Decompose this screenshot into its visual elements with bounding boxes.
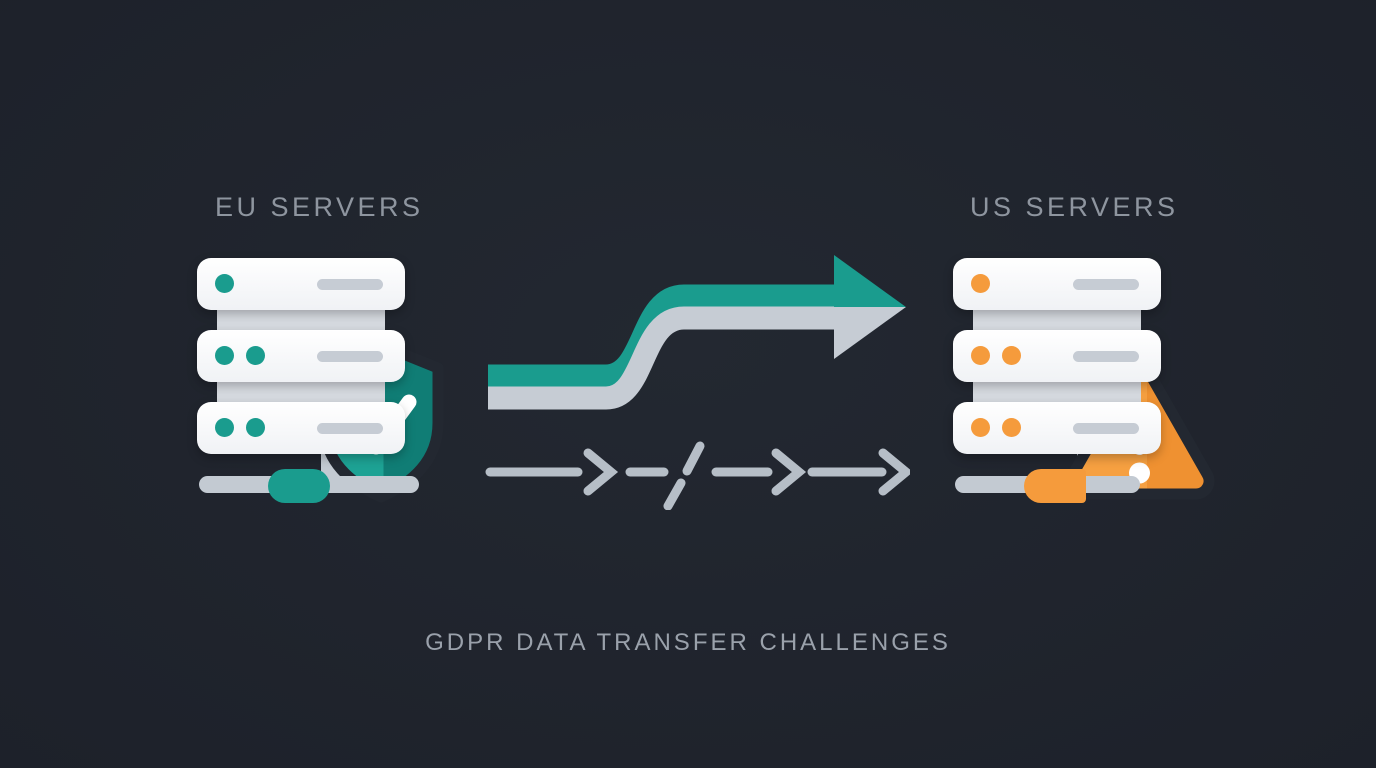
status-dot [215,418,234,437]
drive-slot [1073,351,1139,362]
server-unit [197,402,405,454]
server-unit [953,330,1161,382]
status-dot [971,274,990,293]
status-dot [971,418,990,437]
server-network-node [1024,469,1086,503]
status-dot [971,346,990,365]
server-unit [953,402,1161,454]
us-server-stack-icon [953,258,1161,508]
eu-servers-label: EU SERVERS [215,192,424,222]
caption-title: GDPR DATA TRANSFER CHALLENGES [425,629,951,656]
us-servers-label: US SERVERS [970,192,1179,222]
server-network-node [268,469,330,503]
dashed-broken-arrow-icon [485,441,910,510]
drive-slot [317,423,383,434]
drive-slot [1073,423,1139,434]
status-dot [1002,346,1021,365]
drive-slot [1073,279,1139,290]
server-unit [197,330,405,382]
s-curve-arrow-icon [488,255,906,410]
status-dot [246,418,265,437]
drive-slot [317,279,383,290]
eu-server-stack-icon [197,258,419,508]
drive-slot [317,351,383,362]
server-unit [197,258,405,310]
server-unit [953,258,1161,310]
status-dot [1002,418,1021,437]
status-dot [246,346,265,365]
status-dot [215,346,234,365]
status-dot [215,274,234,293]
